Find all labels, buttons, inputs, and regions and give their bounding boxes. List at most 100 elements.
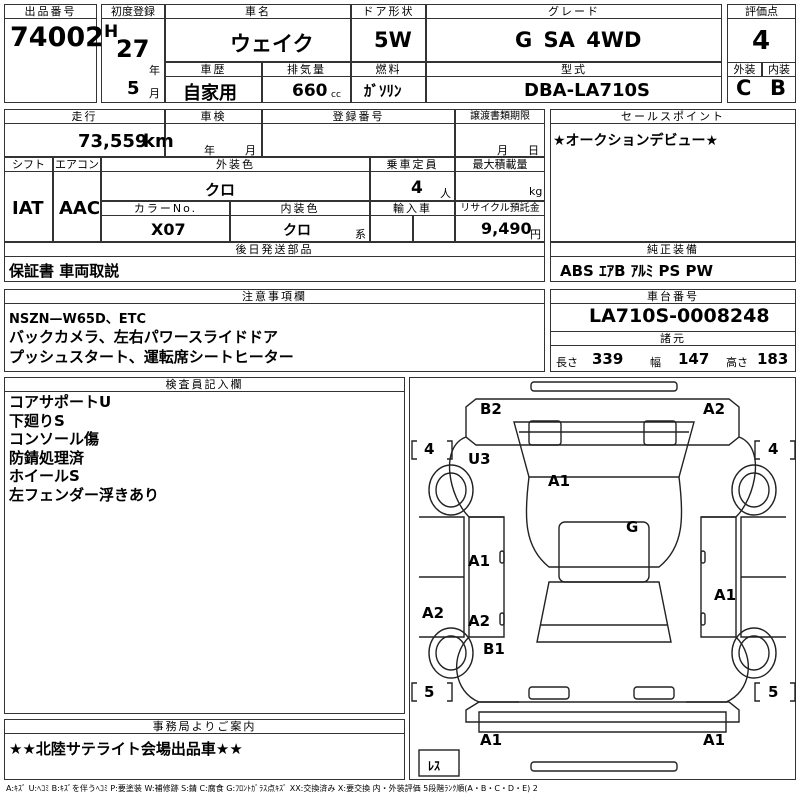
tire-depth: 5 [768,683,779,701]
dims-label: 諸元 [550,331,796,346]
car-diagram [411,381,796,777]
damage-mark: A2 [468,612,491,630]
equip-text: ABS ｴｱB ｱﾙﾐ PS PW [560,262,714,280]
month-unit: 月 [149,87,160,100]
inspector-line: 下廻りS [9,411,65,430]
notes-line-1: NSZN—W65D、ETC [9,312,147,327]
damage-mark: A1 [548,472,571,490]
first-reg-label: 初度登録 [101,4,165,19]
inspection-label: 車検 [165,109,262,124]
reg-month: 5 [127,78,140,99]
ac-label: エアコン [53,157,101,172]
height: 183 [757,350,789,368]
int-grade-label: 内装 [762,62,796,77]
transfer-month: 月 [497,144,508,157]
grade: G SA 4WD [515,28,642,52]
color-no: X07 [151,220,186,239]
chassis-label: 車台番号 [550,289,796,304]
int-color-unit: 系 [355,228,366,241]
era: H [104,22,119,42]
height-label: 高さ [726,356,748,369]
color-no-box [101,201,230,242]
damage-mark: U3 [468,450,491,468]
sales-box [550,109,796,242]
int-color: クロ [283,223,311,239]
later-text: 保証書 車両取説 [9,262,120,280]
ext-color-label: 外装色 [101,157,370,172]
capacity: 4 [411,178,423,198]
sales-text: ★オークションデビュー★ [553,133,719,149]
displacement-unit: cc [331,90,341,100]
inspection-month-unit: 月 [245,144,256,157]
damage-mark: A1 [714,586,737,604]
recycle-unit: 円 [530,228,541,241]
tire-depth: 5 [424,683,435,701]
chassis-number: LA710S-0008248 [589,305,770,327]
recycle: 9,490 [481,219,532,238]
door-type: 5W [374,28,412,52]
year-unit: 年 [149,64,160,77]
inspector-line: コアサポートU [9,393,112,411]
inspector-line: ホイールS [9,467,80,485]
history-label: 車歴 [165,62,262,77]
score: 4 [752,26,771,56]
inspector-line: 防錆処理済 [9,448,85,467]
notes-line-3: プッシュスタート、運転席シートヒーター [9,348,294,366]
model: DBA-LA710S [524,80,650,101]
int-grade: B [770,76,787,100]
later-label: 後日発送部品 [4,242,545,257]
load-unit: kg [529,185,543,198]
inspector-line: コンソール傷 [9,430,100,448]
recycle-label: リサイクル預託金 [455,201,545,216]
sales-label: セールスポイント [550,109,796,124]
damage-mark: A1 [480,731,503,749]
office-text: ★★北陸サテライト会場出品車★★ [9,740,243,758]
damage-mark: B2 [480,400,502,418]
shift: IAT [12,198,44,219]
load-label: 最大積載量 [455,157,545,172]
mileage-label: 走行 [4,109,165,124]
import-label: 輸入車 [370,201,455,216]
ext-grade-label: 外装 [727,62,762,77]
damage-mark: A1 [468,552,491,570]
damage-mark: B1 [483,640,505,658]
displacement: 660 [292,81,328,101]
grade-label: グレード [426,4,722,19]
inspector-line: 左フェンダー浮きあり [9,485,160,504]
damage-mark: A2 [703,400,726,418]
equip-label: 純正装備 [550,242,796,257]
transfer-label: 譲渡書類期限 [455,109,545,124]
damage-mark: A2 [422,604,445,622]
notes-label: 注意事項欄 [4,289,545,304]
spare-tire: ﾚｽ [428,759,441,773]
fuel-label: 燃料 [351,62,426,77]
diagram-box [409,377,796,780]
length: 339 [592,350,624,368]
fuel: ｶﾞｿﾘﾝ [364,82,402,100]
mileage-unit: km [143,131,174,152]
int-color-label: 内装色 [230,201,370,216]
car-name-label: 車名 [165,4,351,19]
ext-grade: C [736,76,752,100]
reg-no-label: 登録番号 [262,109,455,124]
width: 147 [678,350,710,368]
damage-mark: A1 [703,731,726,749]
car-name: ウェイク [230,32,314,56]
capacity-unit: 人 [440,187,451,200]
length-label: 長さ [556,356,578,369]
import-divider [412,215,414,242]
inspector-label: 検査員記入欄 [4,377,405,392]
capacity-label: 乗車定員 [370,157,455,172]
ac: AAC [59,198,101,219]
score-label: 評価点 [727,4,796,19]
displacement-label: 排気量 [262,62,351,77]
lot-label: 出品番号 [4,4,97,19]
door-label: ドア形状 [351,4,426,19]
reg-year: 27 [116,35,150,63]
history: 自家用 [183,83,237,104]
inspection-year-unit: 年 [204,144,215,157]
ext-color: クロ [205,181,236,199]
tire-depth: 4 [424,440,435,458]
transfer-day: 日 [528,144,539,157]
model-label: 型式 [426,62,722,77]
